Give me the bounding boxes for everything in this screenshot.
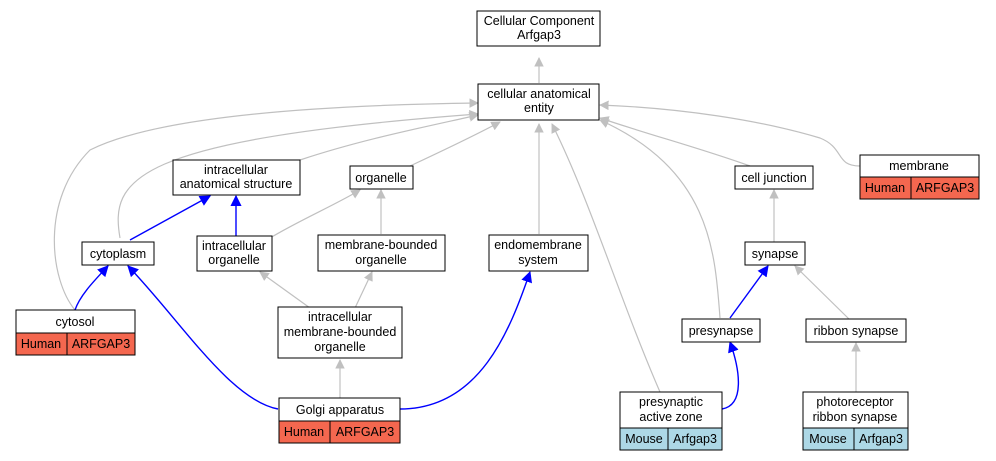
edge-golgi-to-endo	[399, 270, 533, 410]
species-label: Human	[21, 337, 61, 351]
node-label-line: ribbon synapse	[814, 324, 899, 338]
edge-ias-to-cae	[299, 112, 479, 161]
node-label-line: entity	[524, 101, 555, 115]
edge-cytosol-to-cae	[53, 98, 479, 311]
node-cytoplasm[interactable]: cytoplasm	[81, 241, 155, 266]
species-label: Mouse	[625, 432, 663, 446]
gene-label: ARFGAP3	[72, 337, 130, 351]
node-label-line: organelle	[208, 253, 259, 267]
edge-golgi-to-cytoplasm	[127, 265, 279, 410]
node-label-line: anatomical structure	[180, 177, 293, 191]
gene-cell	[66, 332, 136, 356]
node-label-line: intracellular	[308, 310, 372, 324]
node-label-line: membrane	[889, 159, 949, 173]
node-presynapse[interactable]: presynapse	[681, 318, 761, 343]
node-cell-junction[interactable]: cell junction	[734, 165, 814, 190]
node-label-line: intracellular	[202, 239, 266, 253]
gene-label: ARFGAP3	[916, 181, 974, 195]
node-label-line: cellular anatomical	[487, 87, 591, 101]
gene-cell	[667, 427, 723, 451]
node-intracellular-organelle[interactable]: intracellular organelle	[196, 235, 273, 272]
node-label-line: cell junction	[741, 171, 806, 185]
node-golgi-apparatus[interactable]: Golgi apparatus Human ARFGAP3	[278, 397, 401, 444]
node-label-line: Golgi apparatus	[296, 403, 384, 417]
node-synapse[interactable]: synapse	[744, 241, 806, 266]
node-cytosol[interactable]: cytosol Human ARFGAP3	[15, 309, 136, 356]
node-label-line: organelle	[355, 253, 406, 267]
node-label-line: membrane-bounded	[284, 325, 397, 339]
node-label-line: endomembrane	[494, 238, 582, 252]
node-label-line: presynaptic	[639, 395, 703, 409]
node-membrane-bounded-organelle[interactable]: membrane-bounded organelle	[317, 234, 446, 272]
species-label: Human	[865, 181, 905, 195]
node-membrane[interactable]: membrane Human ARFGAP3	[859, 154, 980, 200]
edge-cytoplasm-to-cae	[117, 109, 479, 239]
node-label-line: photoreceptor	[816, 395, 893, 409]
edge-ribbon-to-synapse	[794, 265, 851, 321]
edge-presyn-to-synapse	[729, 265, 769, 319]
edge-imbo-to-mbo	[354, 271, 373, 309]
node-organelle[interactable]: organelle	[349, 165, 414, 190]
edge-imbo-to-io	[259, 271, 311, 309]
edge-cytosol-to-cytoplasm	[74, 265, 109, 311]
node-label-line: Arfgap3	[517, 28, 561, 42]
node-label-line: cytosol	[56, 315, 95, 329]
node-cellular-anatomical-entity[interactable]: cellular anatomical entity	[477, 83, 600, 121]
edge-paz-to-cae	[551, 123, 661, 393]
edge-membrane-to-cae	[599, 100, 861, 167]
node-label-line: organelle	[314, 340, 365, 354]
node-label-line: membrane-bounded	[325, 238, 438, 252]
edge-paz-to-presyn	[721, 340, 740, 410]
node-label-line: ribbon synapse	[813, 410, 898, 424]
species-label: Human	[284, 425, 324, 439]
node-presynaptic-active-zone[interactable]: presynaptic active zone Mouse Arfgap3	[619, 391, 723, 451]
node-label-line: organelle	[355, 171, 406, 185]
node-label-line: cytoplasm	[90, 247, 146, 261]
node-label-line: intracellular	[204, 163, 268, 177]
edge-organelle-to-cae	[409, 121, 501, 167]
gene-label: Arfgap3	[859, 432, 903, 446]
node-intracellular-anatomical-structure[interactable]: intracellular anatomical structure	[172, 159, 301, 196]
node-ribbon-synapse[interactable]: ribbon synapse	[805, 318, 907, 343]
node-label-line: presynapse	[689, 324, 754, 338]
gene-cell	[853, 427, 909, 451]
species-label: Mouse	[809, 432, 847, 446]
node-label-line: Cellular Component	[484, 14, 595, 28]
edge-presyn-to-cae	[599, 119, 721, 319]
node-label-line: synapse	[752, 247, 799, 261]
node-cellular-component-root[interactable]: Cellular Component Arfgap3	[476, 10, 601, 47]
gene-label: Arfgap3	[673, 432, 717, 446]
gene-cell	[329, 420, 401, 444]
node-label-line: active zone	[639, 410, 702, 424]
edge-cytoplasm-to-ias	[129, 195, 211, 241]
gene-label: ARFGAP3	[336, 425, 394, 439]
node-endomembrane-system[interactable]: endomembrane system	[488, 234, 589, 272]
gene-cell	[910, 176, 980, 200]
nodes: Cellular Component Arfgap3 cellular anat…	[15, 10, 980, 451]
edge-celljunc-to-cae	[599, 116, 751, 167]
edges	[53, 57, 861, 410]
node-label-line: system	[518, 253, 558, 267]
node-intracellular-membrane-bounded-organelle[interactable]: intracellular membrane-bounded organelle	[277, 306, 403, 359]
node-photoreceptor-ribbon-synapse[interactable]: photoreceptor ribbon synapse Mouse Arfga…	[802, 391, 909, 451]
edge-io-to-organelle	[269, 189, 361, 239]
